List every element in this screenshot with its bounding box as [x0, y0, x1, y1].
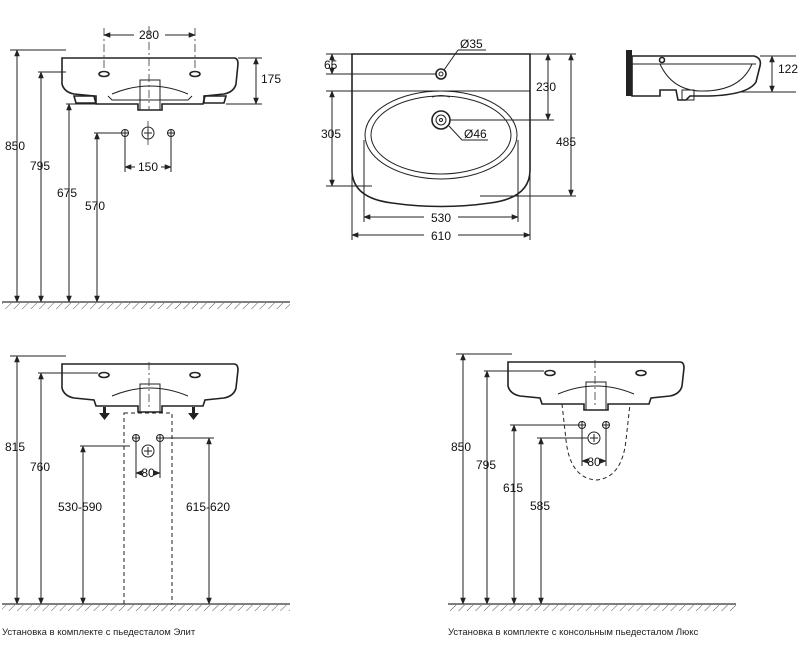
drain-plan-center	[439, 118, 443, 122]
floor-hatch-lux	[448, 605, 736, 611]
tap-hole-right	[189, 70, 201, 78]
leader-35	[443, 49, 459, 71]
drain-point-lux	[587, 431, 601, 445]
dim-tap-hole-label: Ø35	[460, 37, 483, 51]
dim-total-depth-label: 485	[556, 135, 576, 149]
tap-hole-plan-inner	[438, 71, 444, 77]
supply-valve-lux-right	[602, 421, 610, 429]
dim-inner-width-label: 530	[431, 211, 451, 225]
dim-elit-outlet-label: 615-620	[186, 500, 230, 514]
dim-width-label: 280	[139, 28, 159, 42]
dim-supply-spacing-label: 150	[138, 160, 158, 174]
tap-hole-elit-left	[98, 371, 110, 379]
bowl-plan-ellipse	[364, 90, 518, 180]
tap-hole-elit-right	[189, 371, 201, 379]
front-elevation-view: 280 175 850 795 675 570	[2, 26, 290, 309]
dim-back-label: 65	[324, 58, 338, 72]
dim-depth-label: 122	[778, 62, 798, 76]
floor-hatch	[2, 303, 290, 309]
section-tap-hole	[658, 56, 666, 64]
basin-section-outline	[631, 55, 762, 101]
dim-lux-rim-label: 795	[476, 458, 496, 472]
bowl-base-line	[107, 95, 193, 101]
tap-hole-left	[98, 70, 110, 78]
basin-plan-outline	[351, 53, 531, 208]
basin-elit-outline	[61, 363, 239, 413]
section-view: 122	[626, 50, 798, 101]
dim-water-label: 570	[85, 199, 105, 213]
bracket-left	[72, 95, 97, 104]
drain-lux	[585, 381, 607, 411]
bowl-plan-inner-ellipse	[370, 95, 512, 175]
dim-elit-rim-label: 760	[30, 460, 50, 474]
drain-elit	[139, 383, 161, 413]
bowl-inner-curve	[111, 85, 189, 95]
bowl-lux-inner-curve	[557, 385, 635, 395]
supply-valve-elit-right	[156, 434, 164, 442]
dim-elit-spacing-label: 80	[141, 466, 155, 480]
tap-hole-lux-left	[544, 369, 556, 377]
bowl-elit-inner-curve	[111, 387, 189, 397]
dim-lux-outlet-label: 585	[530, 499, 550, 513]
dim-total-width-label: 610	[431, 229, 451, 243]
dim-lux-spacing-label: 80	[587, 455, 601, 469]
wall-bracket	[626, 50, 632, 96]
dim-bowl-height-label: 175	[261, 72, 281, 86]
tap-hole-lux-right	[635, 369, 647, 377]
dim-front-label: 230	[536, 80, 556, 94]
drain-outlet-body	[139, 79, 161, 111]
caption-elit: Установка в комплекте с пьедесталом Элит	[2, 627, 196, 638]
dim-drain-label: Ø46	[464, 127, 487, 141]
basin-lux-outline	[507, 361, 685, 411]
overflow-mark	[431, 95, 451, 98]
drain-point-elit	[141, 444, 155, 458]
drain-plan-inner	[435, 114, 447, 126]
supply-valve-right	[167, 129, 175, 137]
supply-valve-elit-left	[132, 434, 140, 442]
arrow-down-icon	[188, 407, 199, 420]
dim-elit-total-label: 815	[5, 440, 25, 454]
plan-view: Ø35 Ø46 65 305 230 485 530	[321, 37, 576, 243]
dim-bowl-depth-label: 305	[321, 127, 341, 141]
console-pedestal-dashed	[561, 403, 631, 481]
dim-lux-water-label: 615	[503, 481, 523, 495]
floor-hatch-elit	[2, 605, 290, 611]
bracket-right	[203, 95, 228, 104]
dim-lux-total-label: 850	[451, 440, 471, 454]
supply-valve-lux-left	[578, 421, 586, 429]
dim-elit-water-label: 530-590	[58, 500, 102, 514]
leader-46	[448, 125, 463, 141]
pedestal-elit-dashed	[123, 412, 173, 605]
dim-rim-label: 795	[30, 159, 50, 173]
lux-pedestal-view: 80 850 795 615 585 Установка в комплекте…	[448, 353, 736, 638]
dim-outlet-label: 675	[57, 186, 77, 200]
elit-pedestal-view: 80 815 760 530-590 615-620 Установка в к…	[2, 355, 290, 638]
tap-hole-plan	[435, 68, 447, 80]
bowl-section-inner	[659, 63, 753, 92]
arrow-down-icon	[99, 407, 110, 420]
basin-front-outline	[61, 57, 239, 111]
supply-valve-left	[121, 129, 129, 137]
caption-lux: Установка в комплекте с консольным пьеде…	[448, 627, 699, 638]
section-drain	[681, 89, 695, 101]
dim-total-label: 850	[5, 139, 25, 153]
drain-plan-outer	[431, 110, 451, 130]
